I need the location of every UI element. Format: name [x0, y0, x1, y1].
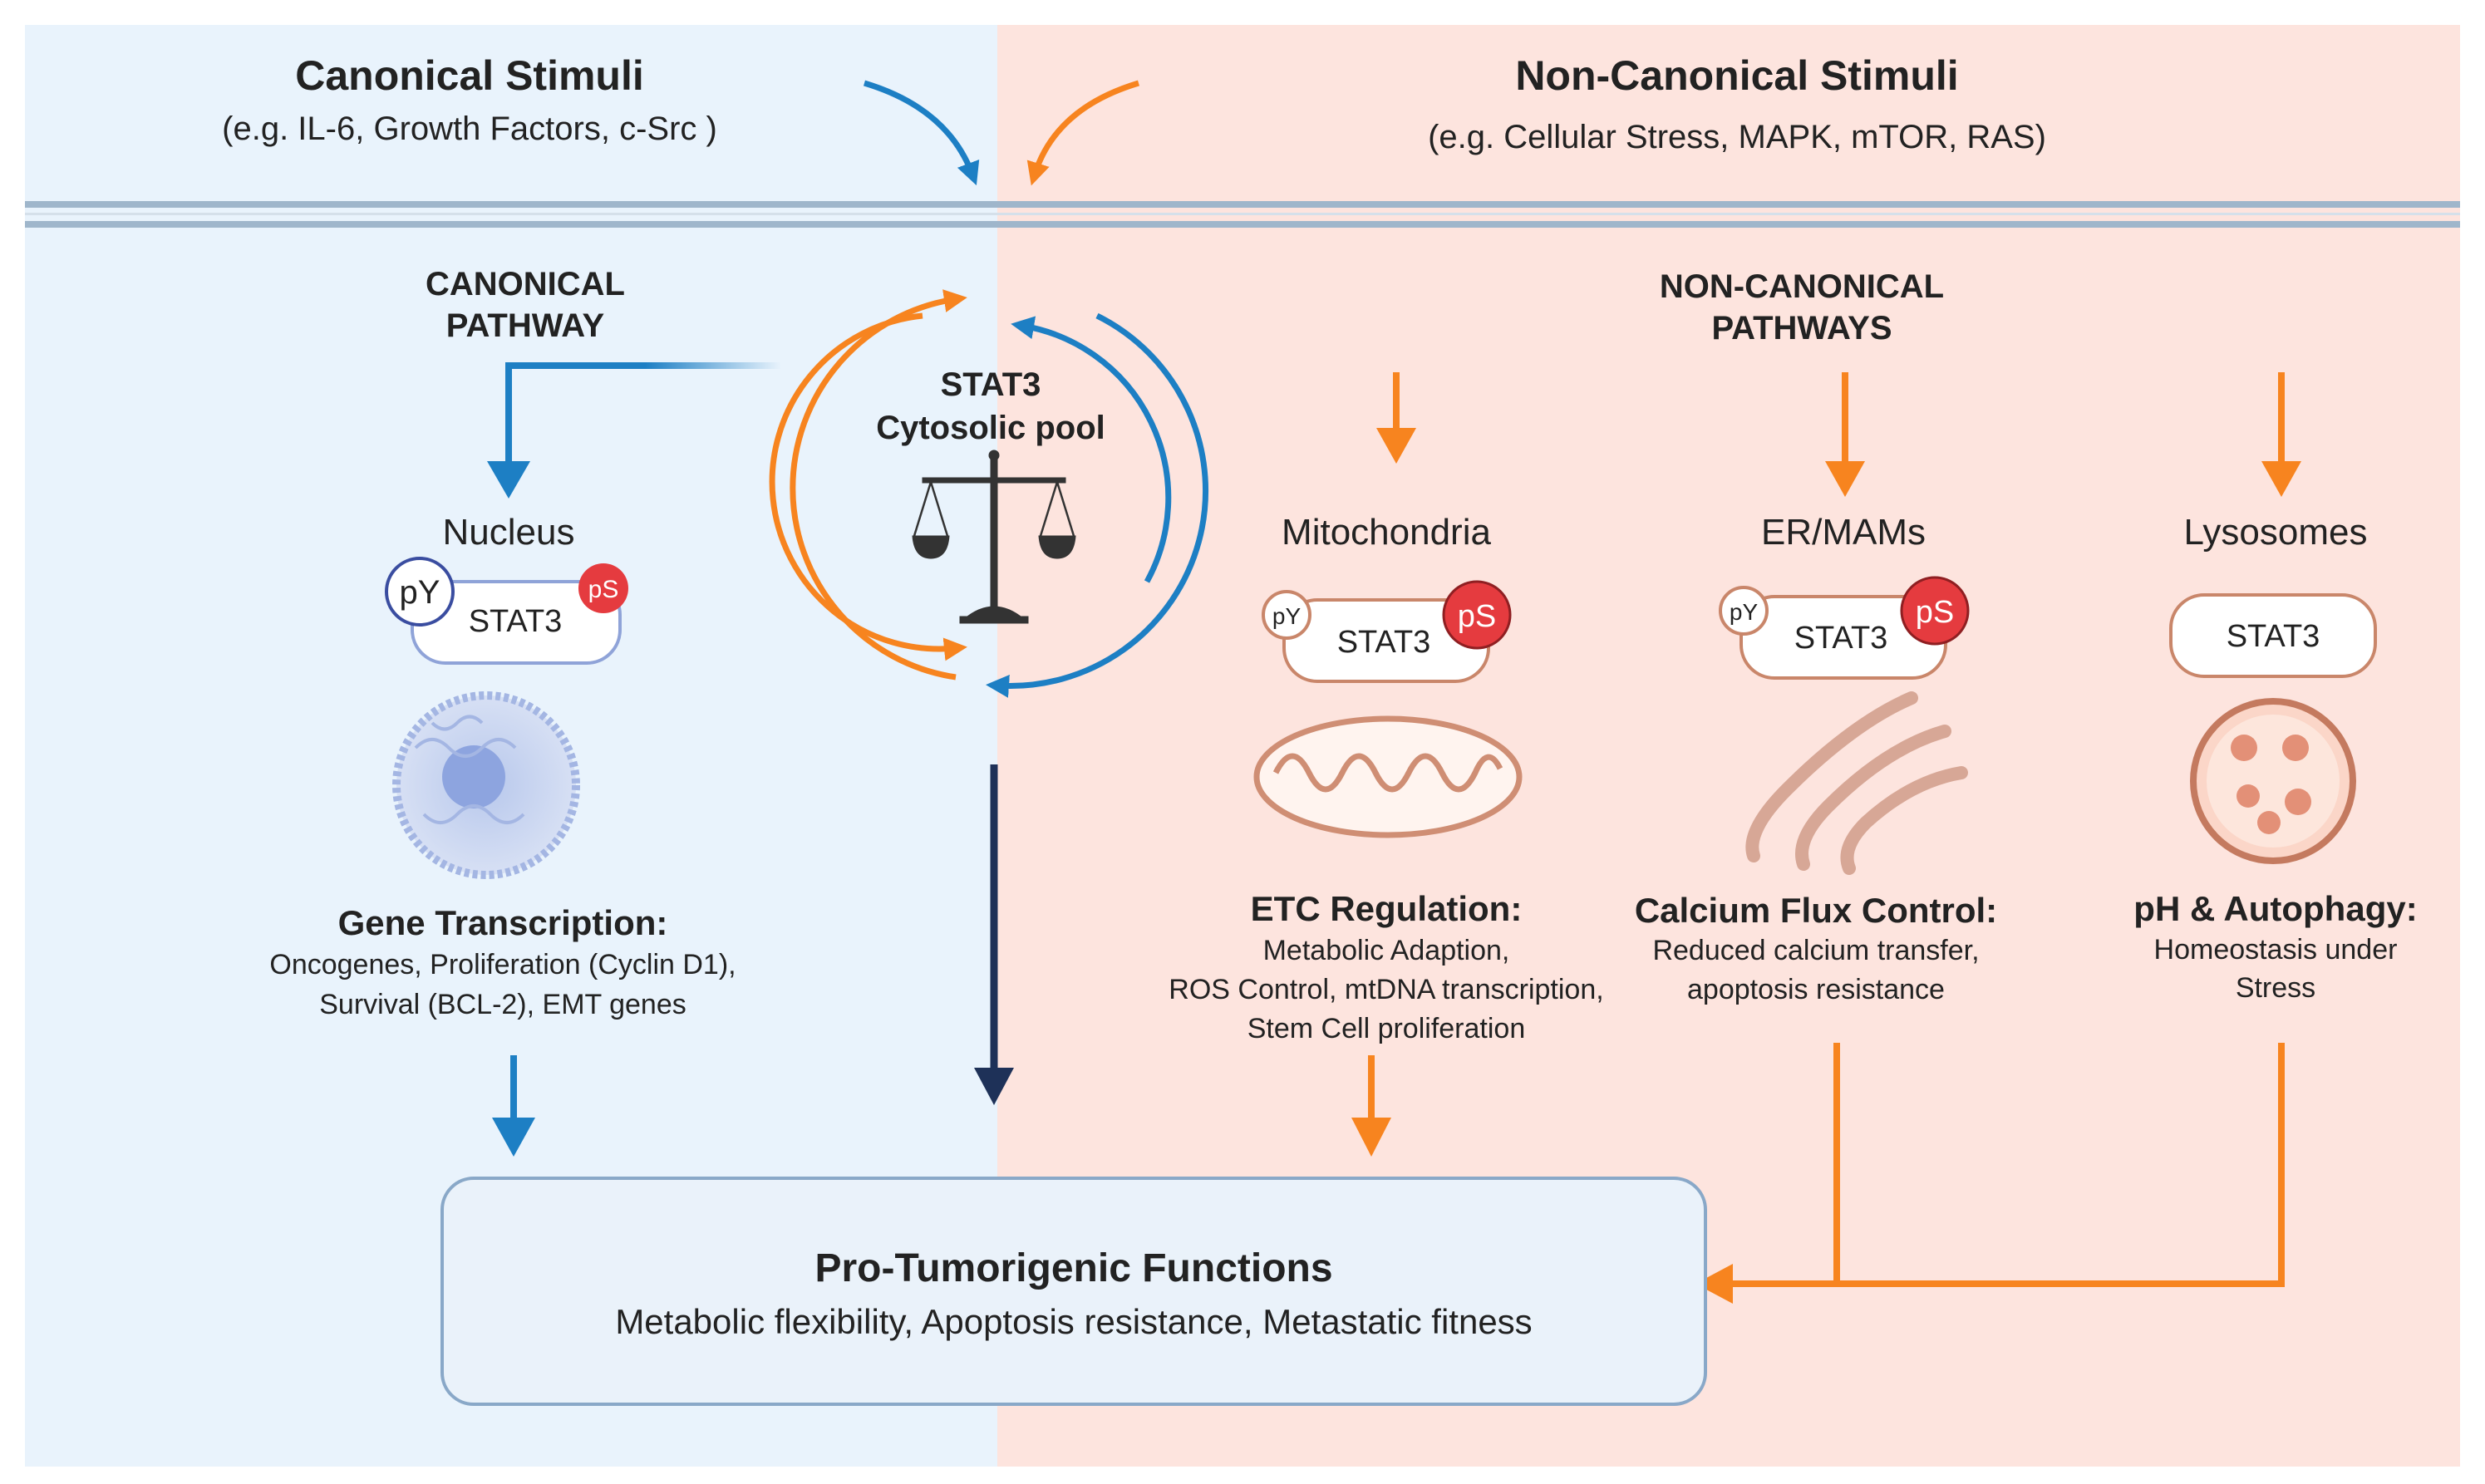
- nucleus-line-2: Survival (BCL-2), EMT genes: [319, 989, 686, 1020]
- er-ps-badge: [1900, 576, 1970, 646]
- lyso-title: Lysosomes: [2184, 512, 2368, 553]
- nucleus-icon: [392, 691, 580, 879]
- er-column: ER/MAMs STAT3 pY pS Calcium Flux Control…: [1635, 512, 1997, 1005]
- nucleus-title: Nucleus: [443, 512, 575, 553]
- er-heading: Calcium Flux Control:: [1635, 891, 1997, 930]
- mito-stat3-label: STAT3: [1337, 625, 1431, 660]
- noncanonical-pathway-label-line1: NON-CANONICAL: [1660, 268, 1944, 305]
- noncanonical-pathway-label-line2: PATHWAYS: [1711, 310, 1892, 346]
- mito-ps-badge: [1442, 580, 1512, 650]
- outcome-subtitle: Metabolic flexibility, Apoptosis resista…: [615, 1302, 1532, 1341]
- noncanonical-stimulus-arrow: [1026, 80, 1140, 186]
- nucleus-ps-label: pS: [588, 576, 619, 603]
- lyso-stat3-label: STAT3: [2227, 619, 2320, 654]
- lyso-line-1: Homeostasis under: [2154, 934, 2398, 966]
- pool-blue-inner-arrow-bottom: [986, 312, 1209, 698]
- canonical-pathway-label-line2: PATHWAY: [446, 307, 605, 344]
- nucleus-to-outcome-arrowhead: [492, 1118, 535, 1157]
- lyso-stat3-box: [2169, 593, 2377, 678]
- mito-line-2: ROS Control, mtDNA transcription,: [1169, 974, 1603, 1005]
- canonical-branch-line: [505, 362, 781, 465]
- nucleus-line-1: Oncogenes, Proliferation (Cyclin D1),: [269, 949, 736, 980]
- mito-ps-label: pS: [1458, 599, 1496, 634]
- outcome-box: Pro-Tumorigenic Functions Metabolic flex…: [440, 1177, 1707, 1406]
- er-title: ER/MAMs: [1761, 512, 1926, 553]
- noncanonical-stimuli-examples: (e.g. Cellular Stress, MAPK, mTOR, RAS): [1428, 119, 2046, 155]
- noncanonical-stimuli-title: Non-Canonical Stimuli: [1515, 52, 1958, 99]
- pool-to-outcome-arrowhead: [974, 1068, 1014, 1105]
- pool-blue-inner-arrow-top: [1011, 316, 1172, 583]
- er-line-1: Reduced calcium transfer,: [1652, 935, 1979, 966]
- canonical-stimulus-arrow: [863, 80, 980, 186]
- lysosome-icon: [2190, 698, 2356, 864]
- nucleus-stat3-label: STAT3: [469, 604, 563, 639]
- mito-line-3: Stem Cell proliferation: [1247, 1013, 1525, 1044]
- mitochondria-column: Mitochondria STAT3 pY pS ETC Regulation:…: [1169, 512, 1604, 1157]
- canonical-pathway-label-line1: CANONICAL: [426, 266, 625, 302]
- er-py-badge: [1719, 586, 1769, 636]
- mito-heading: ETC Regulation:: [1251, 889, 1523, 928]
- mitochondrion-icon: [1253, 715, 1523, 838]
- branch-arrowhead-mitochondria: [1376, 428, 1416, 464]
- er-lyso-to-outcome-connector: [1729, 1043, 2285, 1287]
- nucleus-heading: Gene Transcription:: [338, 903, 668, 942]
- er-stat3-label: STAT3: [1794, 621, 1888, 656]
- er-lyso-to-outcome-arrowhead: [1695, 1264, 1733, 1304]
- balance-scale-icon: [912, 450, 1076, 624]
- mito-line-1: Metabolic Adaption,: [1263, 935, 1510, 966]
- lyso-heading: pH & Autophagy:: [2133, 889, 2417, 928]
- lysosomes-column: Lysosomes STAT3 pH & Autophagy: Homeosta…: [2133, 512, 2417, 1004]
- canonical-stimuli-examples: (e.g. IL-6, Growth Factors, c-Src ): [222, 111, 717, 147]
- er-line-2: apoptosis resistance: [1687, 974, 1945, 1005]
- outcome-title: Pro-Tumorigenic Functions: [814, 1246, 1332, 1290]
- er-ps-label: pS: [1916, 595, 1954, 630]
- nucleus-ps-badge: [578, 563, 628, 613]
- cell-membrane: [25, 201, 2460, 228]
- endoplasmic-reticulum-icon: [1745, 691, 1968, 875]
- lyso-line-2: Stress: [2236, 972, 2315, 1004]
- branch-arrowhead-lysosomes: [2261, 461, 2301, 497]
- pool-label-line1: STAT3: [941, 366, 1041, 403]
- mitochondria-title: Mitochondria: [1282, 512, 1491, 553]
- mito-py-label: pY: [1272, 603, 1302, 629]
- mito-to-outcome-arrowhead: [1351, 1118, 1391, 1157]
- pool-label-line2: Cytosolic pool: [876, 410, 1105, 446]
- branch-arrowhead-er: [1825, 461, 1865, 497]
- canonical-stimuli-title: Canonical Stimuli: [295, 52, 644, 99]
- nucleus-column: Nucleus STAT3 pY pS Gene Transcription: …: [269, 512, 736, 1157]
- er-py-label: pY: [1730, 599, 1759, 625]
- mito-py-badge: [1262, 590, 1311, 640]
- nucleus-py-label: pY: [400, 574, 440, 611]
- pool-orange-outer-arrow-bottom: [769, 312, 967, 661]
- canonical-branch-arrowhead: [487, 461, 530, 499]
- nucleus-py-badge: [385, 557, 455, 627]
- stat3-cytosolic-pool: STAT3 Cytosolic pool: [769, 289, 1209, 698]
